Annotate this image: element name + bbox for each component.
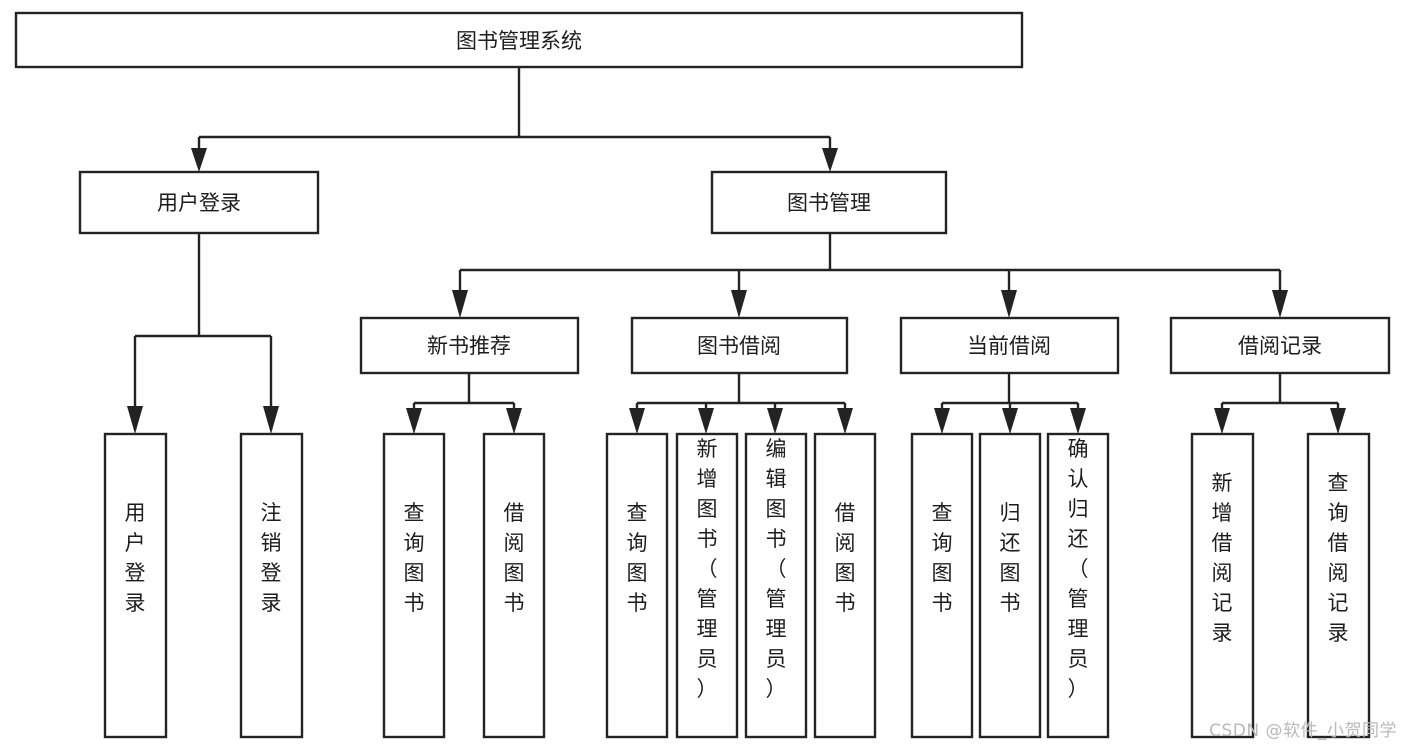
- node-label-leaf-query-book-1: 查询图书: [404, 501, 425, 615]
- leaf-node-borrow-book-2[interactable]: 借阅图书: [813, 432, 877, 739]
- arrow-head-level3-1: [452, 290, 468, 318]
- arrow-head-leaf-3: [406, 408, 422, 434]
- leaf-node-confirm-return-admin[interactable]: 确认归还（管理员）: [1046, 432, 1110, 739]
- node-label-leaf-borrow-book-1: 借阅图书: [504, 501, 525, 615]
- csdn-watermark: CSDN @软件_小贺同学: [1209, 721, 1397, 741]
- arrow-head-leaf-6: [698, 408, 714, 434]
- arrow-head-leaf-7: [767, 408, 783, 434]
- node-current-borrow[interactable]: 当前借阅: [899, 316, 1120, 375]
- leaf-node-logout[interactable]: 注销登录: [239, 432, 304, 739]
- node-root-system[interactable]: 图书管理系统: [14, 11, 1024, 69]
- node-label-leaf-logout: 注销登录: [261, 501, 282, 615]
- node-box-root[interactable]: [14, 11, 1024, 69]
- node-label-leaf-add-borrow-record: 新增借阅记录: [1212, 471, 1233, 645]
- node-box-leaf-query-book-3[interactable]: [910, 432, 974, 739]
- node-label-new-book-recommend: 新书推荐: [427, 334, 511, 358]
- arrow-head-level3-2: [731, 290, 747, 318]
- node-label-current-borrow: 当前借阅: [967, 334, 1051, 358]
- node-label-book-manage: 图书管理: [787, 191, 871, 215]
- node-box-leaf-logout[interactable]: [239, 432, 304, 739]
- leaf-node-user-login[interactable]: 用户登录: [103, 432, 168, 739]
- node-box-book-manage[interactable]: [710, 170, 948, 235]
- leaf-node-query-borrow-record[interactable]: 查询借阅记录: [1306, 432, 1371, 739]
- leaf-node-query-book-3[interactable]: 查询图书: [910, 432, 974, 739]
- node-label-leaf-add-book-admin: 新增图书（管理员）: [697, 437, 718, 701]
- node-box-book-borrow[interactable]: [630, 316, 849, 375]
- node-user-login[interactable]: 用户登录: [78, 170, 320, 235]
- leaf-node-add-borrow-record[interactable]: 新增借阅记录: [1190, 432, 1255, 739]
- leaf-node-return-book[interactable]: 归还图书: [978, 432, 1042, 739]
- arrow-head-leaf-4: [506, 408, 522, 434]
- node-label-book-borrow: 图书借阅: [697, 334, 781, 358]
- node-label-leaf-edit-book-admin: 编辑图书（管理员）: [766, 437, 787, 701]
- node-box-leaf-query-borrow-record[interactable]: [1306, 432, 1371, 739]
- node-label-leaf-return-book: 归还图书: [1000, 501, 1021, 615]
- arrow-head-book-manage: [822, 148, 838, 172]
- arrow-head-leaf-1: [127, 406, 143, 434]
- node-label-leaf-query-book-2: 查询图书: [627, 501, 648, 615]
- node-box-leaf-edit-book-admin[interactable]: [744, 432, 808, 739]
- node-label-leaf-user-login: 用户登录: [125, 501, 146, 615]
- node-label-leaf-borrow-book-2: 借阅图书: [835, 501, 856, 615]
- arrow-head-leaf-9: [934, 408, 950, 434]
- node-label-leaf-query-book-3: 查询图书: [932, 501, 953, 615]
- node-box-leaf-user-login[interactable]: [103, 432, 168, 739]
- node-box-leaf-query-book-1[interactable]: [382, 432, 446, 739]
- node-new-book-recommend[interactable]: 新书推荐: [359, 316, 580, 375]
- node-box-leaf-query-book-2[interactable]: [605, 432, 669, 739]
- leaf-node-query-book-1[interactable]: 查询图书: [382, 432, 446, 739]
- arrow-head-leaf-11: [1070, 408, 1086, 434]
- node-label-user-login: 用户登录: [157, 191, 241, 215]
- leaf-node-edit-book-admin[interactable]: 编辑图书（管理员）: [744, 432, 808, 739]
- node-borrow-record[interactable]: 借阅记录: [1169, 316, 1391, 375]
- node-box-new-book-recommend[interactable]: [359, 316, 580, 375]
- arrow-head-leaf-5: [629, 408, 645, 434]
- node-box-leaf-return-book[interactable]: [978, 432, 1042, 739]
- arrow-head-leaf-8: [837, 408, 853, 434]
- arrow-head-leaf-2: [263, 406, 279, 434]
- node-label-root: 图书管理系统: [456, 29, 582, 53]
- node-label-leaf-query-borrow-record: 查询借阅记录: [1328, 471, 1349, 645]
- arrow-head-level3-3: [1001, 290, 1017, 318]
- node-box-leaf-confirm-return-admin[interactable]: [1046, 432, 1110, 739]
- node-box-current-borrow[interactable]: [899, 316, 1120, 375]
- node-box-borrow-record[interactable]: [1169, 316, 1391, 375]
- leaf-node-query-book-2[interactable]: 查询图书: [605, 432, 669, 739]
- connector-layer: [127, 67, 1346, 434]
- node-book-manage[interactable]: 图书管理: [710, 170, 948, 235]
- arrow-head-user-login: [191, 148, 207, 172]
- node-box-user-login[interactable]: [78, 170, 320, 235]
- node-box-leaf-borrow-book-2[interactable]: [813, 432, 877, 739]
- node-box-leaf-add-borrow-record[interactable]: [1190, 432, 1255, 739]
- node-book-borrow[interactable]: 图书借阅: [630, 316, 849, 375]
- arrow-head-leaf-13: [1330, 408, 1346, 434]
- node-label-borrow-record: 借阅记录: [1238, 334, 1322, 358]
- arrow-head-leaf-12: [1214, 408, 1230, 434]
- node-label-leaf-confirm-return-admin: 确认归还（管理员）: [1068, 437, 1089, 701]
- node-box-leaf-add-book-admin[interactable]: [675, 432, 739, 739]
- leaf-node-borrow-book-1[interactable]: 借阅图书: [482, 432, 546, 739]
- leaf-node-add-book-admin[interactable]: 新增图书（管理员）: [675, 432, 739, 739]
- node-box-leaf-borrow-book-1[interactable]: [482, 432, 546, 739]
- arrow-head-leaf-10: [1002, 408, 1018, 434]
- arrow-head-level3-4: [1272, 290, 1288, 318]
